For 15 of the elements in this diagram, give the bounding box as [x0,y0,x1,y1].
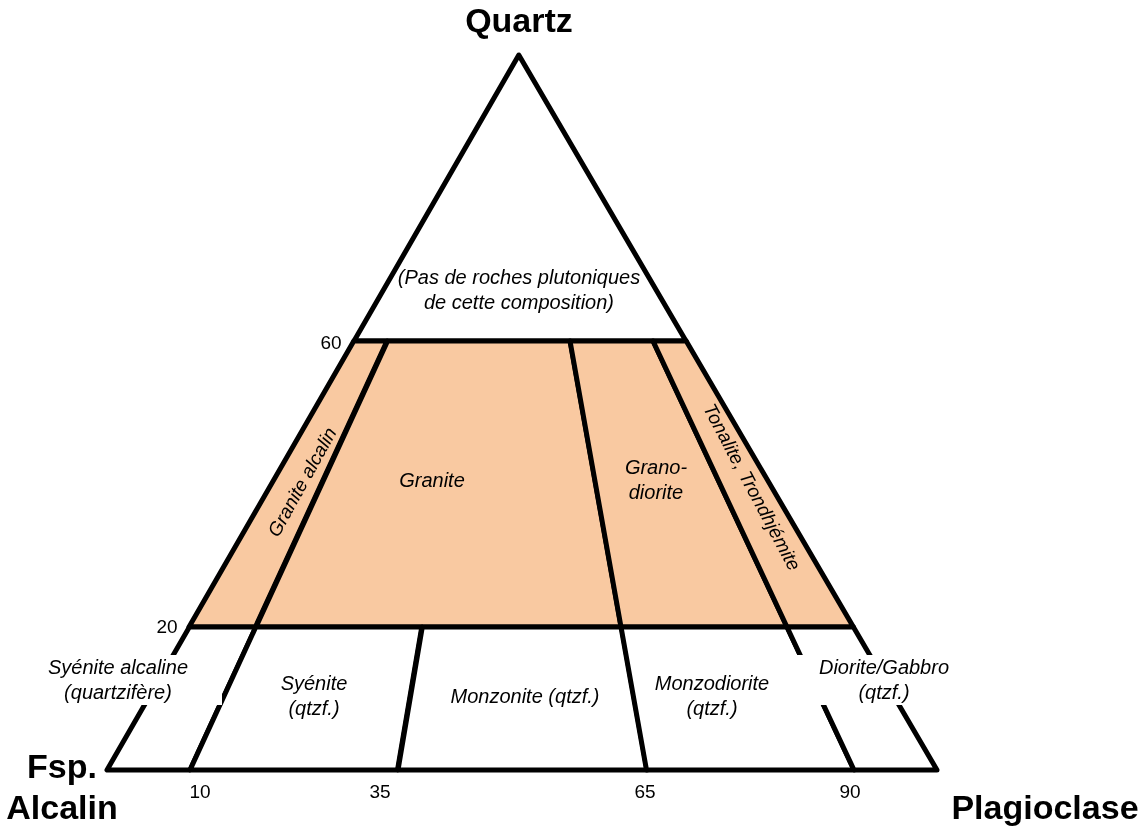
region-label: Monzonite (qtzf.) [450,683,600,709]
region-label: (Pas de roches plutoniques de cette composition) [396,265,642,315]
region-label: Grano-diorite [623,455,689,505]
tick-label: 10 [189,780,211,804]
corner-label: Fsp. Alcalin [5,746,119,828]
corner-label: Quartz [465,0,573,41]
region-label: Granite [398,467,466,493]
tick-label: 20 [156,615,178,639]
region-label: Syénite (qtzf.) [279,671,349,721]
corner-label: Plagioclase [951,786,1138,828]
tick-label: 65 [634,780,656,804]
tick-label: 60 [320,331,342,355]
tick-label: 90 [839,780,861,804]
tick-label: 35 [369,780,391,804]
region-label: Monzodiorite (qtzf.) [653,671,771,721]
